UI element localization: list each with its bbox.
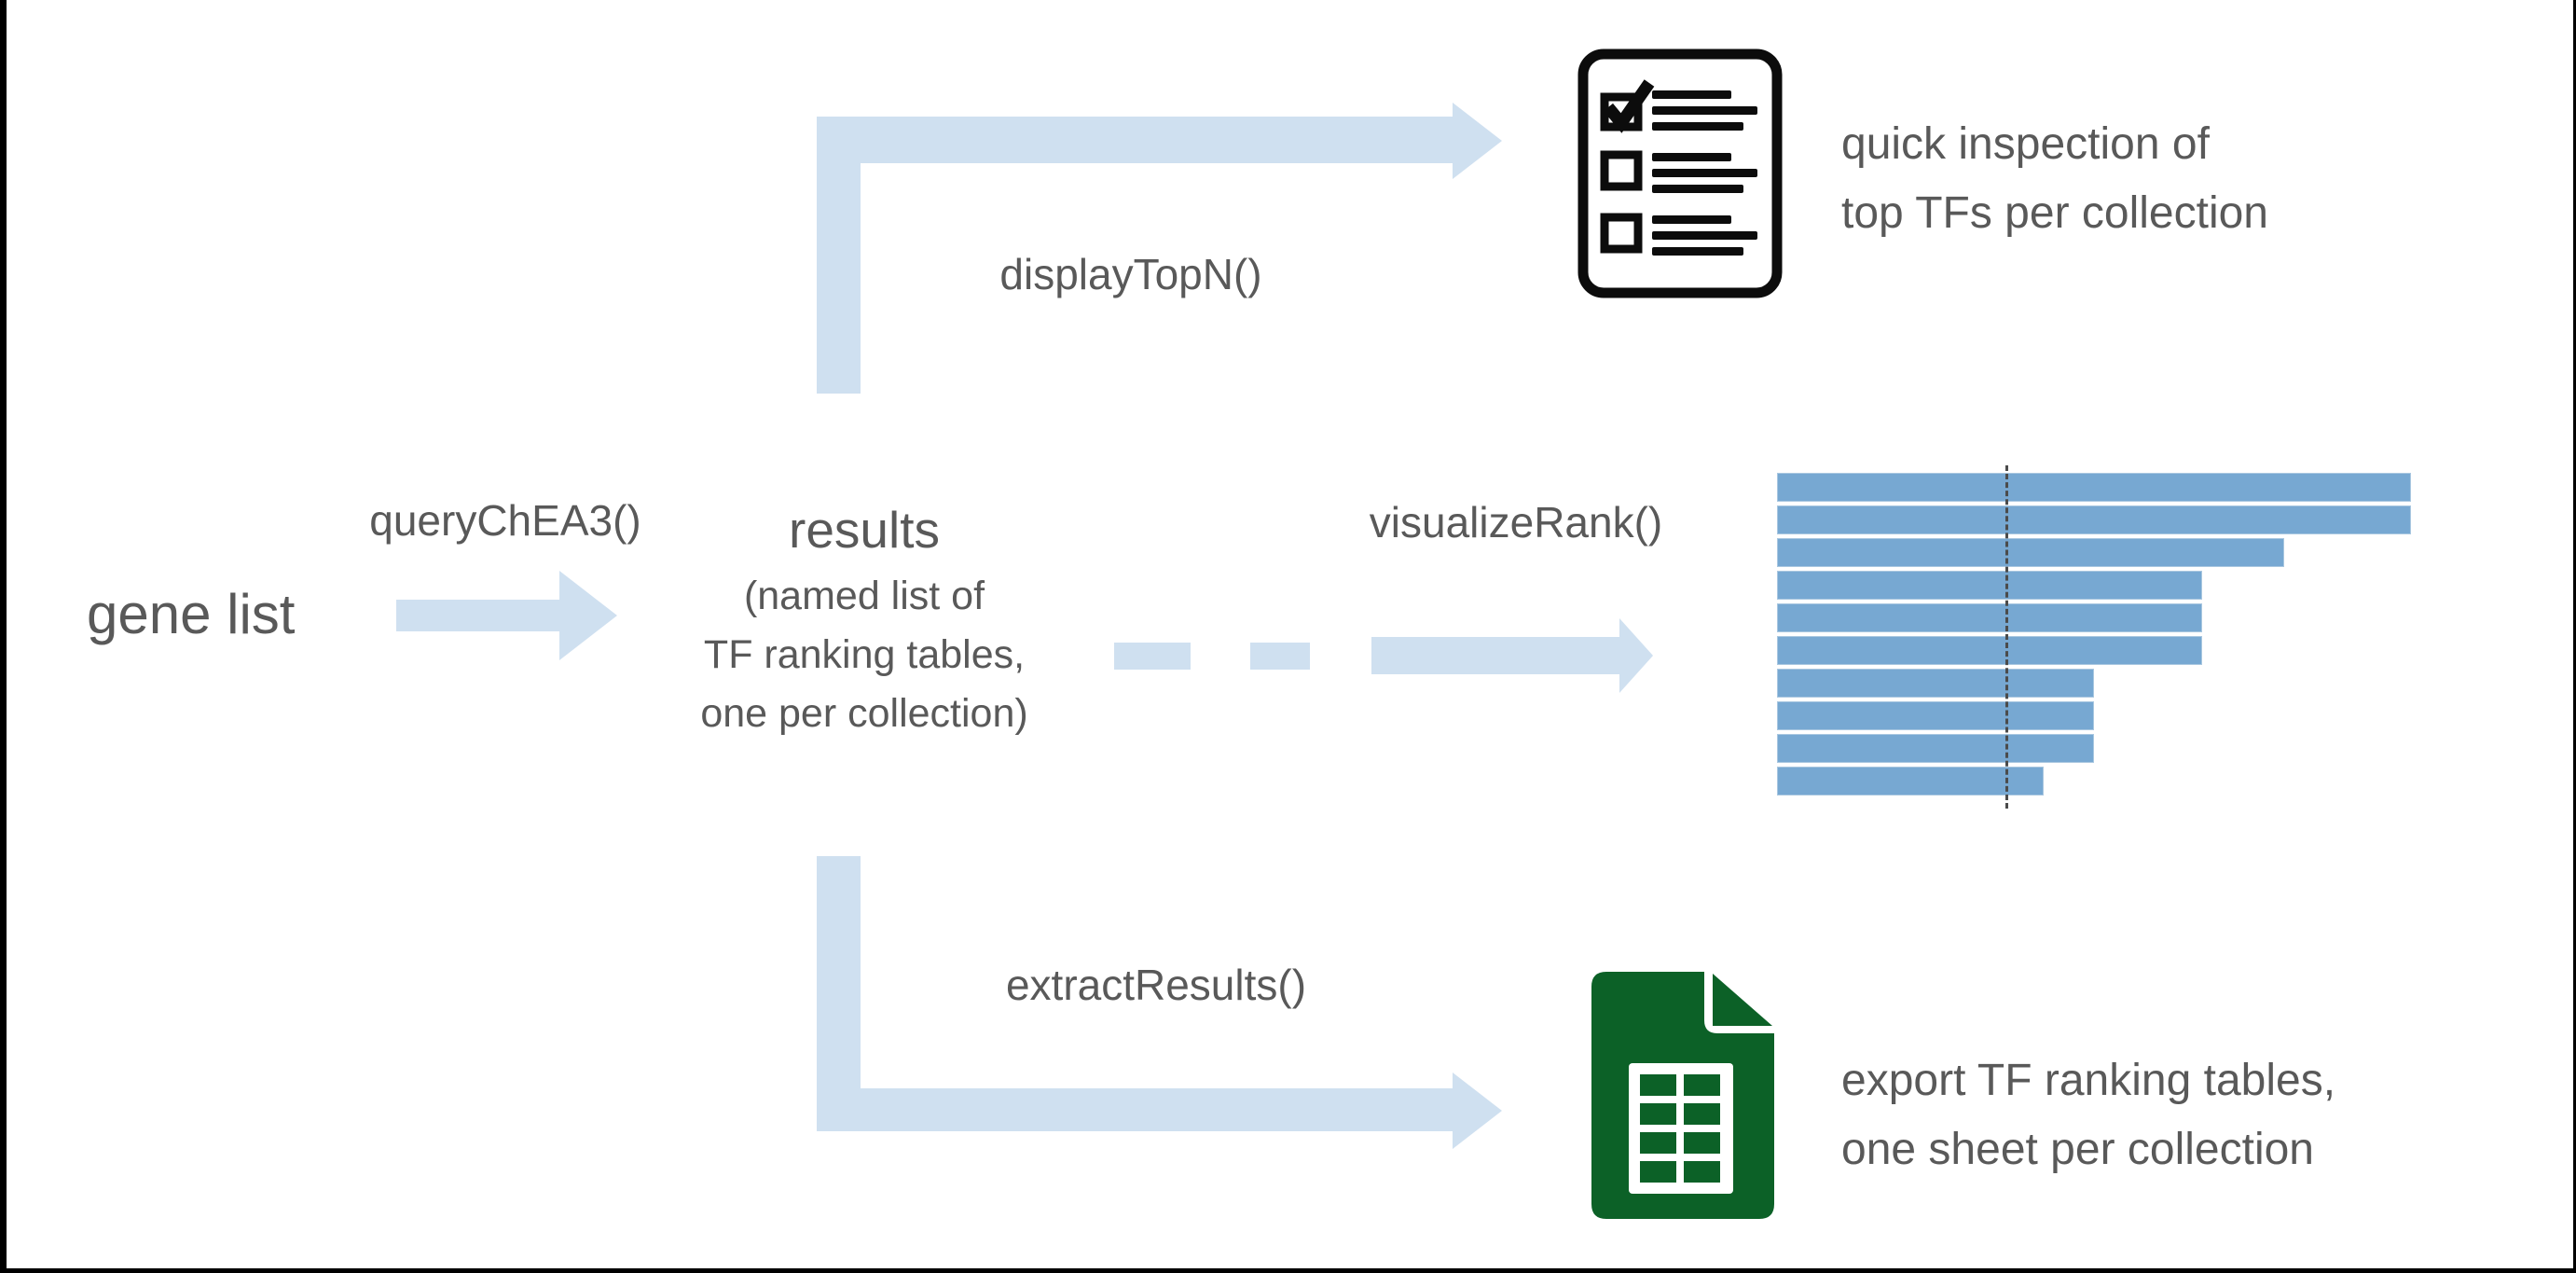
export-caption-line: one sheet per collection [1841,1125,2314,1174]
rank-barchart [1777,465,2411,809]
folded-corner [1713,974,1772,1026]
rank-bar [1777,734,2094,763]
rank-bar [1777,505,2411,534]
results-node-note: (named list of TF ranking tables, one pe… [641,567,1088,743]
dashed-arrow-dash [1250,643,1310,670]
gene-to-results-arrow-body [396,600,560,631]
inspection-caption-line: quick inspection of [1841,119,2210,169]
checklist-icon [1577,48,1783,298]
results-node-title: results [789,501,940,559]
export-caption-line: export TF ranking tables, [1841,1056,2336,1105]
rank-bar [1777,473,2411,502]
elbow-arrow-bottom-horizontal [817,1088,1453,1131]
rank-bar [1777,603,2202,632]
inspection-caption-line: top TFs per collection [1841,188,2268,238]
inspection-caption: quick inspection of top TFs per collecti… [1841,110,2268,248]
rank-bar [1777,701,2094,730]
elbow-arrow-top-head [1453,103,1502,179]
sheet-grid-cells [1640,1074,1720,1183]
query-fn-label: queryChEA3() [369,496,641,545]
results-note-line: one per collection) [700,691,1028,736]
results-note-line: TF ranking tables, [703,632,1026,677]
rank-bar [1777,636,2202,665]
rank-bar [1777,767,2044,796]
extract-fn-label: extractResults() [1005,961,1307,1009]
dashed-arrow-dash [1114,643,1191,670]
elbow-arrow-bottom-vertical [817,856,861,1131]
diagram-canvas: gene list queryChEA3() results (named li… [7,0,2573,1268]
gene-list-label: gene list [87,583,296,645]
dashed-arrow-body [1371,637,1619,674]
rank-bar [1777,538,2284,567]
visualize-fn-label: visualizeRank() [1369,498,1663,547]
elbow-arrow-bottom-head [1453,1072,1502,1149]
elbow-arrow-top-horizontal [817,117,1453,163]
spreadsheet-icon [1591,972,1774,1219]
results-note-line: (named list of [743,574,985,618]
rank-bar [1777,571,2202,600]
gene-to-results-arrow-head [559,571,617,660]
display-fn-label: displayTopN() [999,250,1262,298]
export-caption: export TF ranking tables, one sheet per … [1841,1046,2335,1184]
reference-line [2004,465,2008,809]
rank-bar [1777,669,2094,698]
dashed-arrow-head [1619,618,1653,693]
